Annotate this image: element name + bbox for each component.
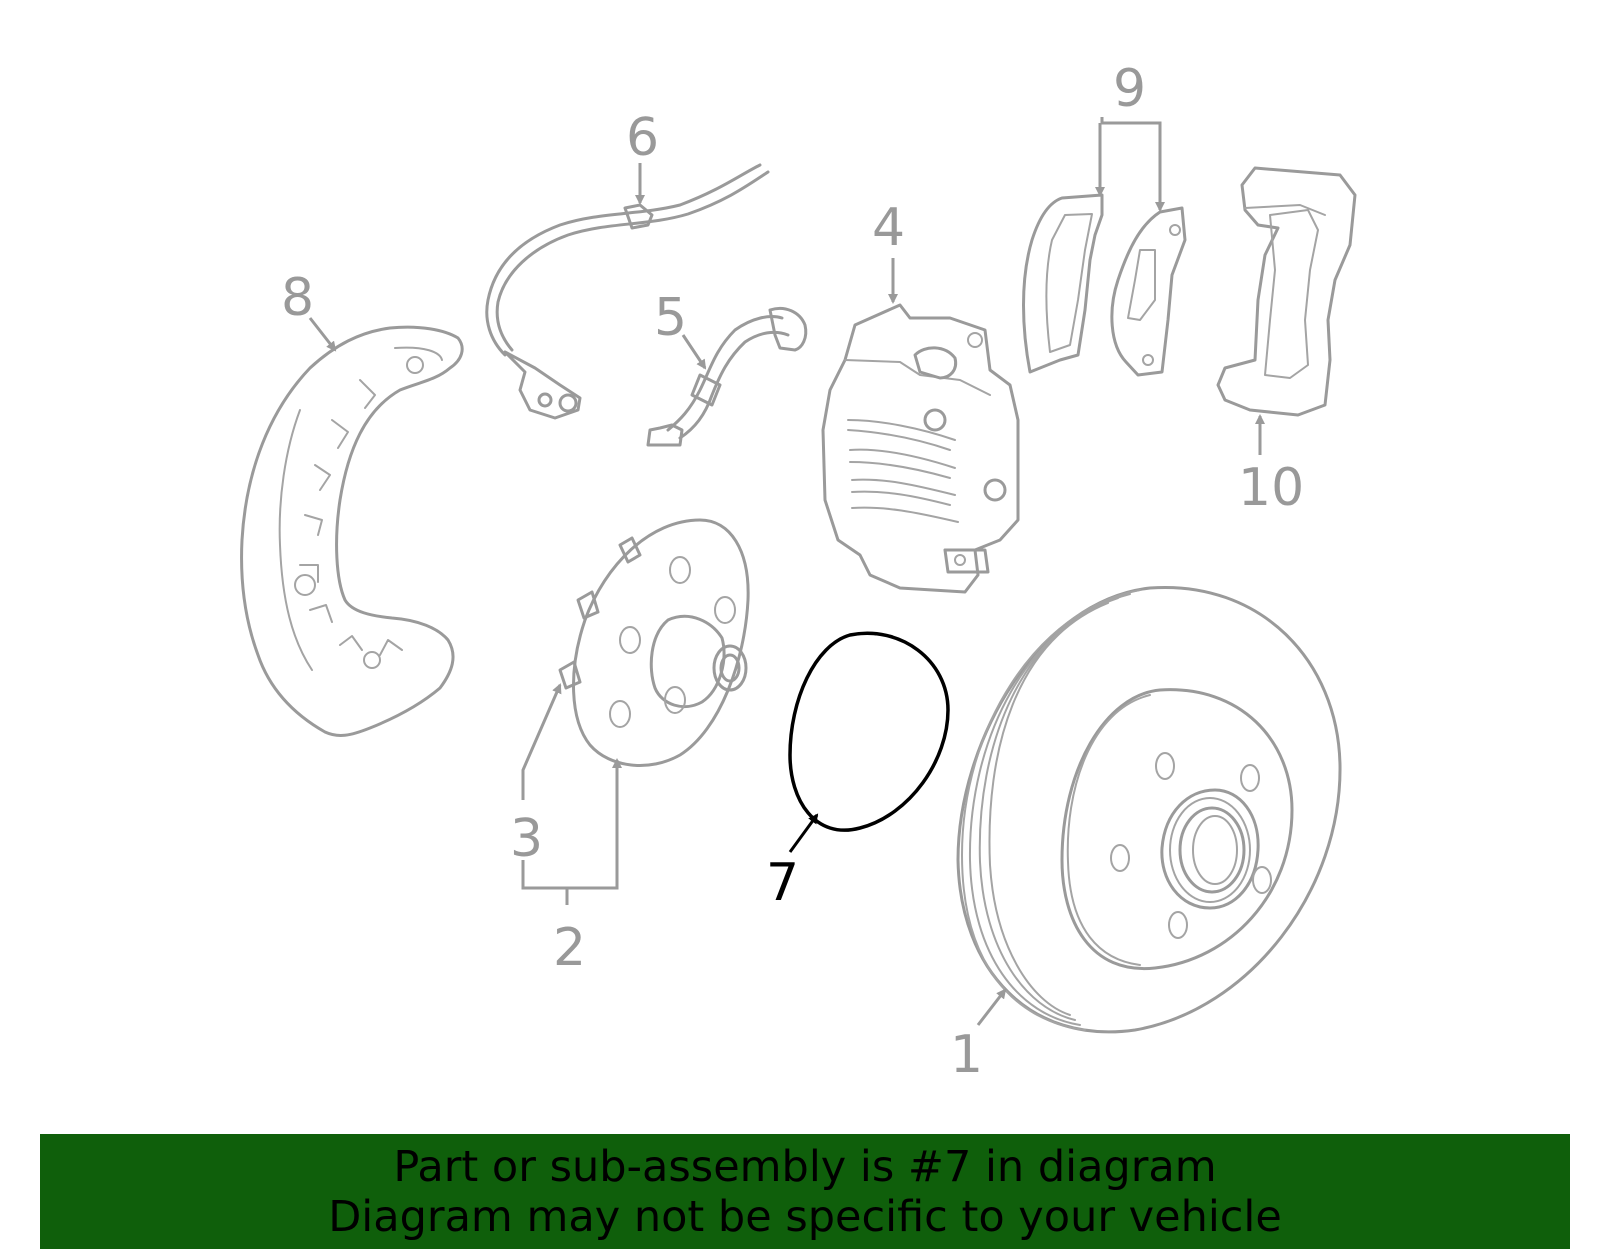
brake-pads-part[interactable]: [1022, 193, 1187, 377]
callout-8: 8: [281, 268, 314, 328]
callout-2: 2: [553, 918, 586, 978]
callout-6: 6: [626, 108, 659, 168]
parts-diagram: 6 8 5 4 9 10 3 2 7 1: [240, 59, 1357, 1085]
info-banner: Part or sub-assembly is #7 in diagram Di…: [40, 1134, 1570, 1249]
hub-assembly-part[interactable]: [558, 518, 750, 767]
callout-10: 10: [1238, 458, 1304, 518]
banner-line-2: Diagram may not be specific to your vehi…: [328, 1191, 1282, 1242]
brake-rotor-part[interactable]: [956, 585, 1342, 1034]
callout-3: 3: [510, 809, 543, 869]
leader-lines: [308, 117, 1265, 1026]
hose-bracket-part[interactable]: [646, 306, 808, 447]
sensor-wire-part[interactable]: [485, 163, 770, 420]
banner-line-1: Part or sub-assembly is #7 in diagram: [393, 1141, 1217, 1192]
caliper-part[interactable]: [821, 303, 1020, 594]
callout-5: 5: [654, 288, 687, 348]
caliper-bracket-part[interactable]: [1216, 166, 1357, 417]
callout-1: 1: [950, 1025, 983, 1085]
callout-labels: 6 8 5 4 9 10 3 2 7 1: [281, 59, 1304, 1085]
callout-7: 7: [766, 853, 799, 913]
o-ring-part-selected[interactable]: [788, 631, 950, 832]
splash-shield-part[interactable]: [240, 325, 464, 737]
callout-9: 9: [1113, 59, 1146, 119]
callout-4: 4: [872, 198, 905, 258]
